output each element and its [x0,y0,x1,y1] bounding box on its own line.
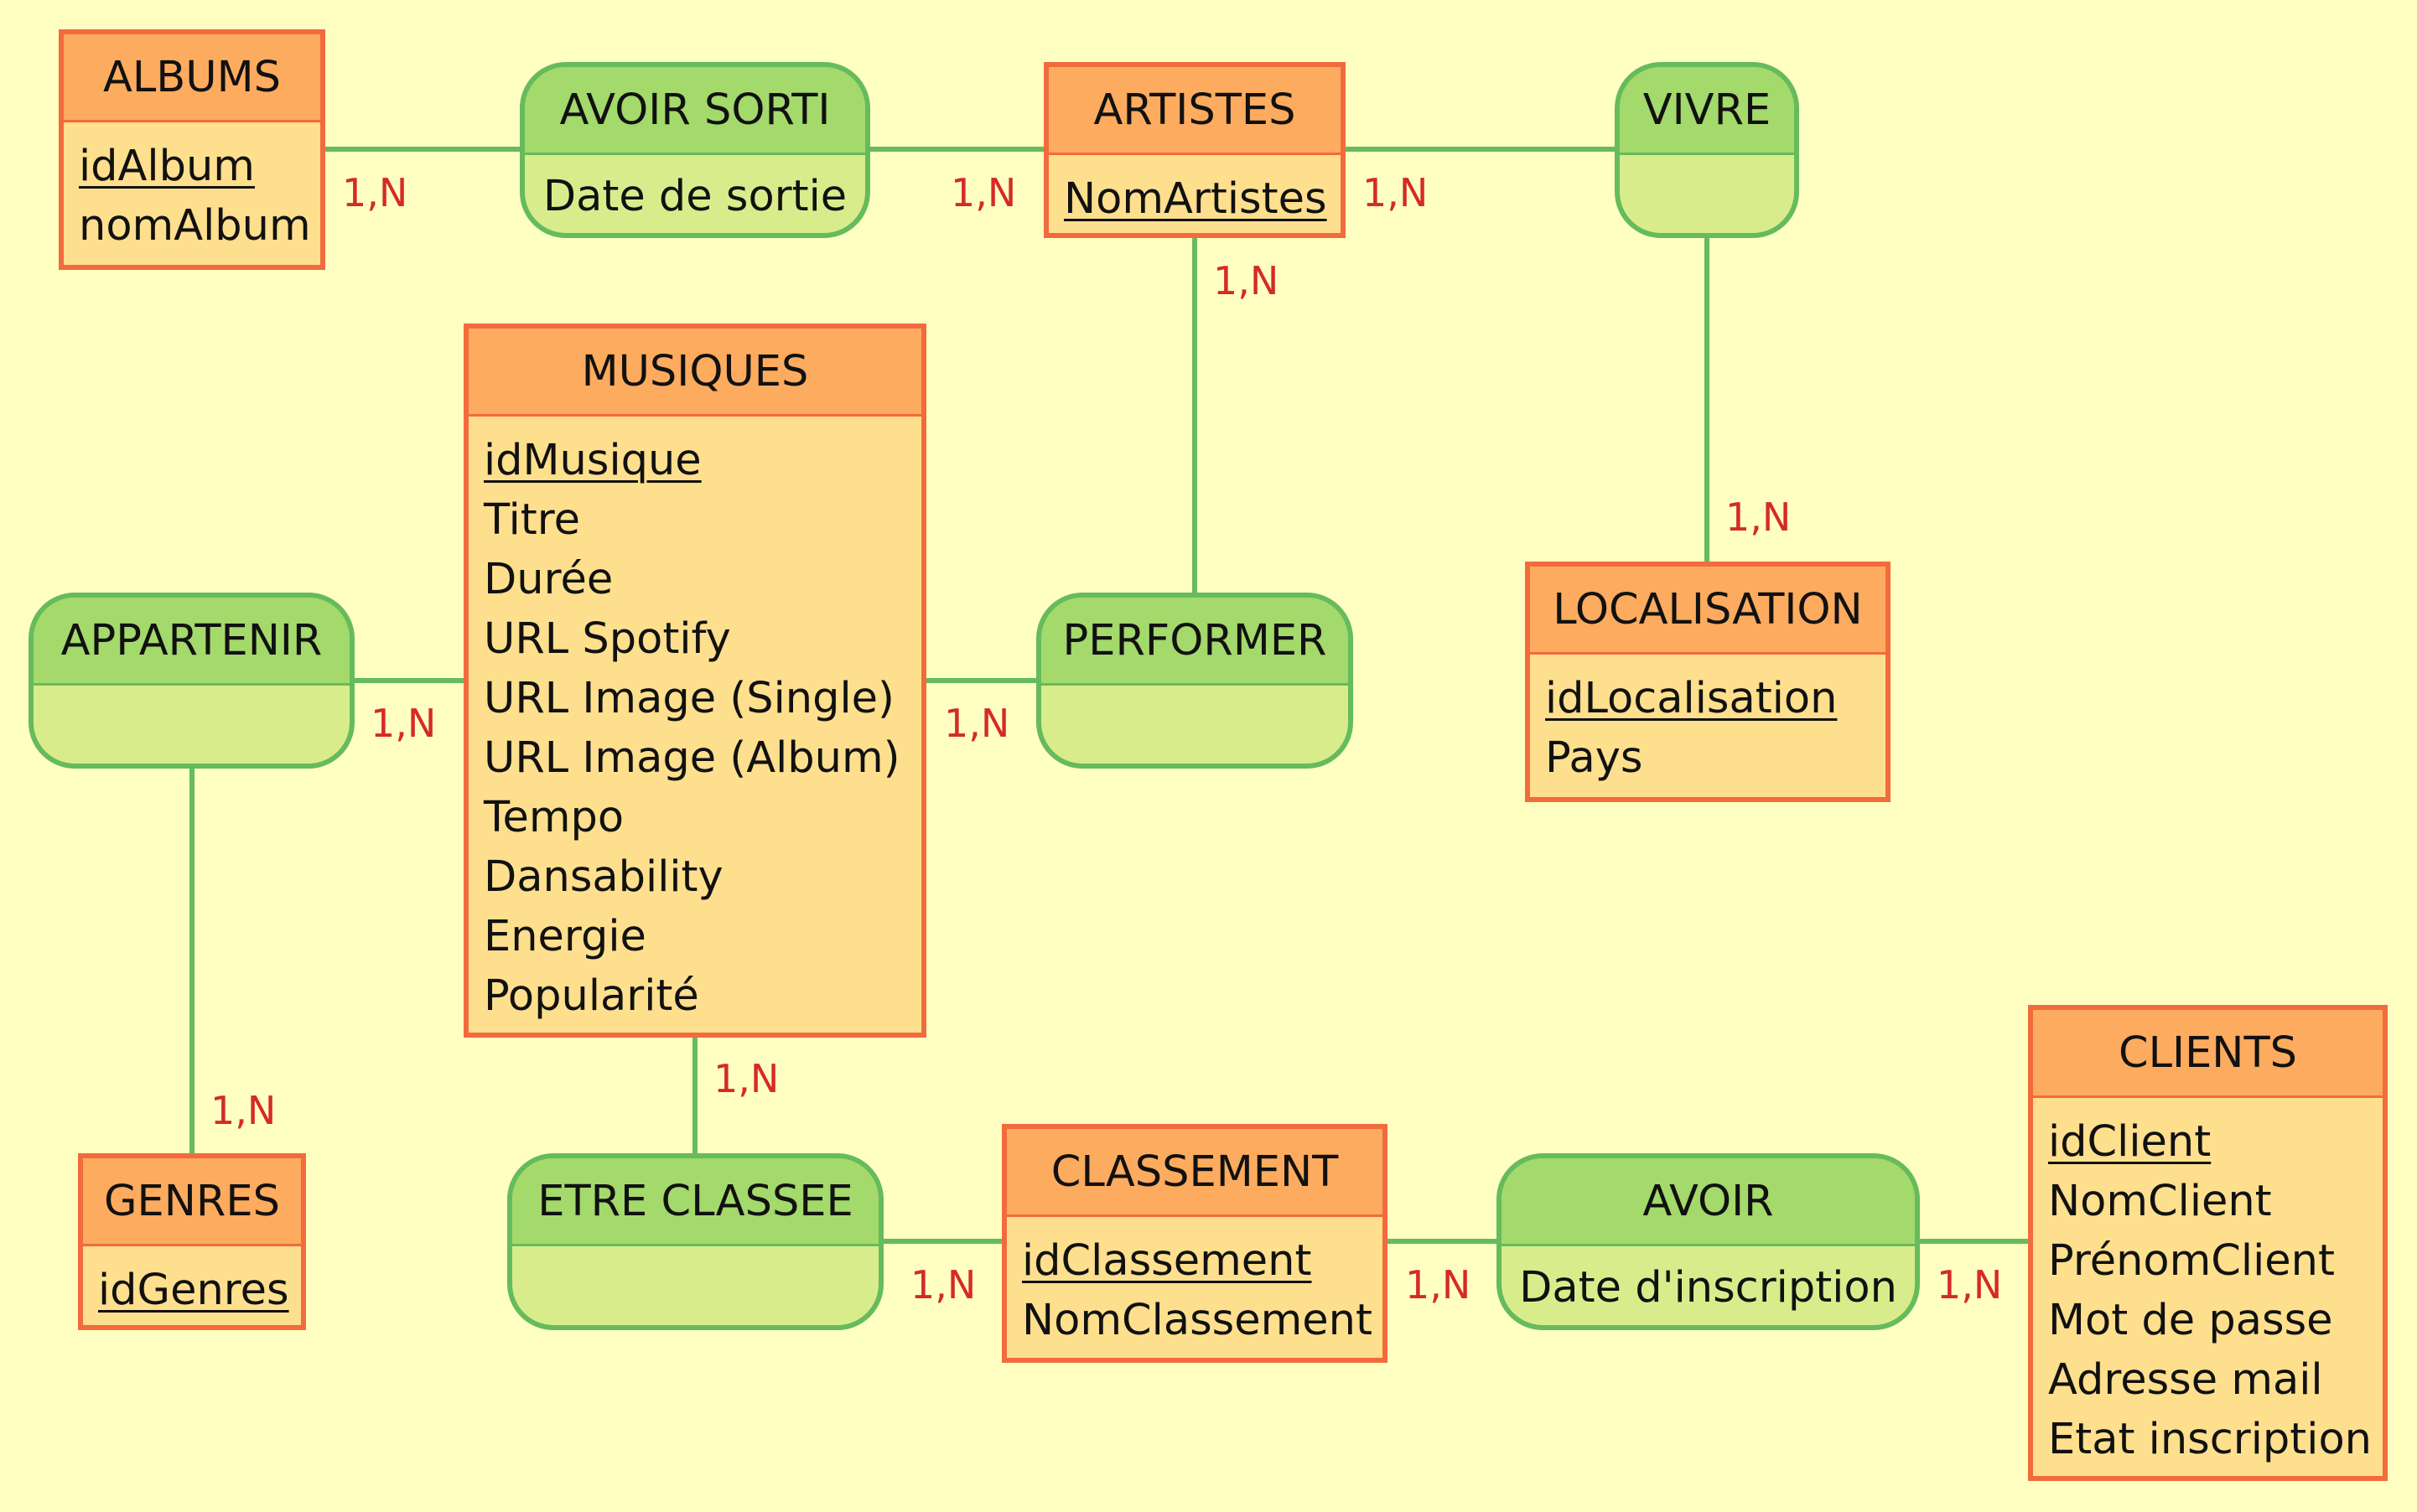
cardinality-classement-avoir: 1,N [1405,1262,1471,1307]
attribute-primary-key: NomArtistes [1064,174,1327,224]
cardinality-musiques-performer: 1,N [944,701,1010,746]
cardinality-classement-etre-classee: 1,N [910,1262,977,1307]
relation-attribute [1620,155,1794,233]
entity-title: LOCALISATION [1530,567,1885,655]
attribute: URL Spotify [484,614,731,664]
relation-performer[interactable]: PERFORMER [1036,593,1353,769]
relation-title: AVOIR SORTI [525,67,865,155]
entity-classement[interactable]: CLASSEMENT idClassement NomClassement [1002,1124,1387,1363]
cardinality-artistes-avoir-sorti: 1,N [951,170,1017,215]
relation-attribute [1041,686,1348,764]
attribute-primary-key: idMusique [484,436,702,485]
cardinality-albums-avoir-sorti: 1,N [342,170,408,215]
entity-albums[interactable]: ALBUMS idAlbum nomAlbum [59,29,325,270]
attribute: Pays [1545,733,1643,783]
cardinality-musiques-etre-classee: 1,N [713,1056,780,1101]
attribute: Titre [484,495,580,545]
relation-title: PERFORMER [1041,598,1348,686]
relation-avoir-sorti[interactable]: AVOIR SORTI Date de sortie [520,62,870,238]
entity-title: ALBUMS [64,34,320,122]
attribute: Tempo [484,793,625,842]
cardinality-genres-appartenir: 1,N [210,1088,277,1133]
entity-localisation[interactable]: LOCALISATION idLocalisation Pays [1525,562,1891,802]
attribute-primary-key: idClassement [1022,1236,1312,1286]
attribute: Durée [484,555,614,604]
entity-title: MUSIQUES [469,329,921,417]
attribute: Etat inscription [2048,1415,2372,1464]
attribute: URL Image (Album) [484,733,900,783]
entity-title: CLIENTS [2033,1010,2383,1098]
attribute: PrénomClient [2048,1236,2335,1286]
relation-vivre[interactable]: VIVRE [1615,62,1799,238]
relation-attribute: Date de sortie [542,171,848,221]
relation-appartenir[interactable]: APPARTENIR [29,593,355,769]
relation-etre-classee[interactable]: ETRE CLASSEE [507,1153,884,1330]
relation-title: AVOIR [1502,1158,1915,1246]
attribute: NomClient [2048,1177,2272,1226]
relation-title: APPARTENIR [34,598,350,686]
entity-title: GENRES [83,1158,301,1246]
attribute-primary-key: idClient [2048,1117,2212,1167]
relation-attribute [512,1246,879,1325]
relation-title: ETRE CLASSEE [512,1158,879,1246]
cardinality-artistes-vivre: 1,N [1362,170,1429,215]
attribute: Adresse mail [2048,1355,2323,1405]
attribute: Popularité [484,971,699,1021]
relation-title: VIVRE [1620,67,1794,155]
entity-genres[interactable]: GENRES idGenres [78,1153,306,1330]
attribute-primary-key: idGenres [98,1266,289,1315]
relation-attribute [34,686,350,764]
attribute: NomClassement [1022,1296,1372,1345]
attribute: URL Image (Single) [484,674,895,723]
entity-title: CLASSEMENT [1007,1129,1382,1217]
relation-attribute: Date d'inscription [1519,1262,1897,1313]
attribute: Mot de passe [2048,1296,2333,1345]
entity-artistes[interactable]: ARTISTES NomArtistes [1044,62,1346,238]
entity-clients[interactable]: CLIENTS idClient NomClient PrénomClient … [2028,1005,2388,1481]
attribute: nomAlbum [79,201,311,251]
cardinality-musiques-appartenir: 1,N [371,701,437,746]
cardinality-clients-avoir: 1,N [1937,1262,2003,1307]
entity-musiques[interactable]: MUSIQUES idMusique Titre Durée URL Spoti… [464,324,926,1038]
entity-title: ARTISTES [1049,67,1341,155]
relation-avoir[interactable]: AVOIR Date d'inscription [1496,1153,1920,1330]
attribute: Dansability [484,852,724,902]
cardinality-artistes-performer: 1,N [1213,258,1279,303]
attribute-primary-key: idAlbum [79,142,255,191]
attribute: Energie [484,912,646,961]
cardinality-localisation-vivre: 1,N [1725,495,1792,540]
attribute-primary-key: idLocalisation [1545,674,1838,723]
